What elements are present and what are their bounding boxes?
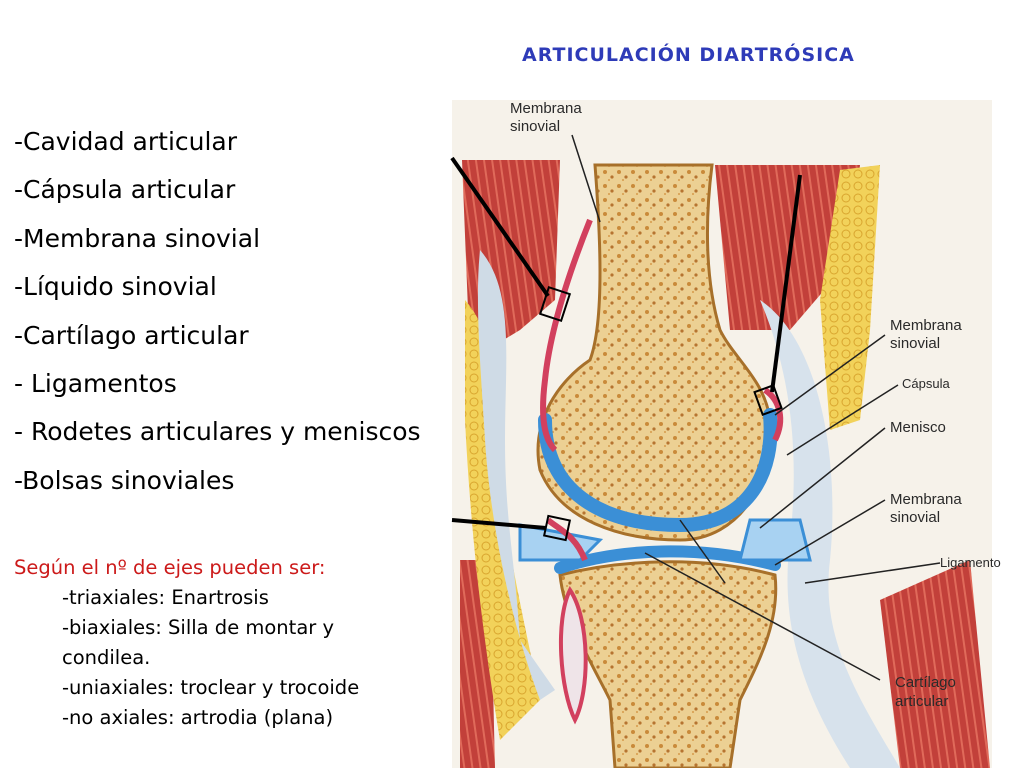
- right-fat: [820, 165, 880, 430]
- axes-heading: Según el nº de ejes pueden ser:: [14, 556, 326, 579]
- label-cartilago-2: articular: [895, 693, 948, 710]
- slide-title-text: ARTICULACIÓN DIARTRÓSICA: [522, 44, 855, 66]
- bursa: [558, 586, 588, 725]
- label-membrana-low-2: sinovial: [890, 509, 940, 526]
- callout-box-lower: [542, 514, 572, 542]
- callout-box-upper: [538, 286, 572, 322]
- callout-box-right: [753, 384, 783, 416]
- leader-mem-low: [774, 499, 886, 566]
- label-membrana-top-1: Membrana: [510, 100, 582, 117]
- label-membrana-low-1: Membrana: [890, 491, 962, 508]
- axes-item: -biaxiales: Silla de montar y: [62, 616, 335, 639]
- label-membrana-top-2: sinovial: [510, 118, 560, 135]
- knee-joint-diagram: Membrana sinovial Membrana sinovial Cáps…: [450, 100, 1001, 768]
- label-cartilago-1: Cartílago: [895, 674, 956, 691]
- right-ligament: [760, 300, 900, 768]
- leader-ligamento: [804, 562, 941, 584]
- label-membrana-right-2: sinovial: [890, 335, 940, 352]
- list-item: -Líquido sinovial: [14, 272, 217, 302]
- leader-capsula: [786, 384, 899, 456]
- list-item: -Cartílago articular: [14, 320, 249, 350]
- pointer-lower-left: [451, 518, 547, 530]
- pointer-upper-left: [450, 156, 550, 298]
- femur: [536, 163, 772, 542]
- pointer-upper-right: [770, 174, 802, 393]
- axes-item: -no axiales: artrodia (plana): [62, 706, 334, 729]
- axes-item: condilea.: [62, 646, 151, 669]
- list-item: -Cápsula articular: [14, 175, 236, 205]
- synovial-left: [540, 218, 593, 453]
- left-capsule: [477, 250, 555, 700]
- label-ligamento: Ligamento: [940, 555, 1001, 570]
- leader-cartilago-2: [679, 519, 726, 584]
- leader-mem-right: [774, 334, 886, 416]
- list-item: - Ligamentos: [14, 368, 177, 398]
- right-muscle-lower: [880, 560, 990, 768]
- list-item: -Cavidad articular: [14, 127, 238, 156]
- femoral-cartilage: [538, 408, 778, 533]
- list-item: -Membrana sinovial: [14, 223, 261, 253]
- label-capsula: Cápsula: [902, 376, 950, 391]
- components-list: -Cavidad articular -Cápsula articular -M…: [14, 120, 421, 507]
- axes-item: -uniaxiales: troclear y trocoide: [62, 676, 360, 699]
- list-item: -Bolsas sinoviales: [14, 465, 235, 495]
- axes-section: Según el nº de ejes pueden ser: -triaxia…: [14, 553, 359, 733]
- leader-menisco: [759, 427, 886, 529]
- label-membrana-right-1: Membrana: [890, 317, 962, 334]
- leader-cartilago: [644, 552, 881, 681]
- leader-top: [571, 134, 601, 223]
- list-item: - Rodetes articulares y meniscos: [14, 417, 421, 447]
- axes-item: -triaxiales: Enartrosis: [62, 586, 269, 609]
- meniscus-right: [738, 518, 812, 562]
- label-menisco: Menisco: [890, 419, 946, 436]
